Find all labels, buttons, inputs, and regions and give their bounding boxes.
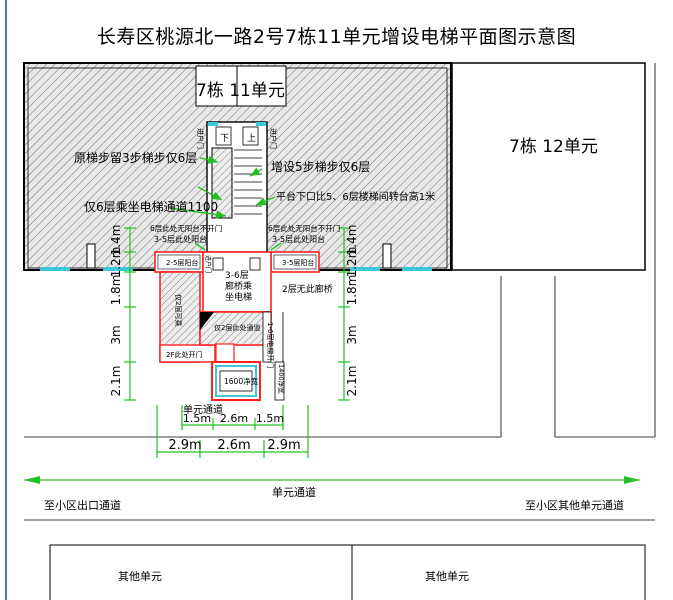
label-no-door-left: 6层此处无阳台不开门: [150, 223, 222, 233]
passage-arrow: [24, 476, 655, 521]
label-door-b: 进户门: [269, 128, 278, 149]
label-balcony-left: 3-5层此处阳台: [154, 234, 207, 244]
label-unit-passage-small: 单元通道: [183, 403, 223, 416]
label-shaft-box: 1600净宽: [224, 376, 259, 386]
dim-right-3: 1.8m: [345, 275, 359, 306]
dim-left-3: 1.8m: [109, 275, 123, 306]
dim-left-2: 1.2m: [109, 247, 123, 278]
label-balcony-2-5-left: 2-5层阳台: [166, 258, 198, 267]
other-units-block: [49, 544, 646, 600]
label-passage-6f: 仅6层乘坐电梯通道1100: [84, 200, 218, 214]
dim-lower-3: 2.9m: [267, 438, 300, 453]
dimension-lines: [124, 227, 350, 458]
label-elevator-2f: 仅2层此处通道: [214, 323, 260, 332]
label-door-1-6: 1-6层电梯开门: [266, 322, 275, 368]
label-door-a: 进户门: [196, 128, 205, 149]
label-other-unit-left: 其他单元: [118, 570, 162, 583]
dim-upper-1: 1.5m: [183, 412, 211, 425]
label-corridor-line1: 3-6层: [225, 270, 249, 281]
page-title: 长寿区桃源北一路2号7栋11单元增设电梯平面图示意图: [96, 26, 577, 48]
label-door-c: 进户门: [204, 255, 212, 273]
label-added-stair: 增设5步梯步仅6层: [271, 160, 370, 174]
label-shaft-side: 1400净宽: [277, 364, 286, 394]
label-unit-passage: 单元通道: [272, 485, 316, 499]
label-down: 下: [220, 134, 229, 144]
building-unit-12: [451, 62, 646, 271]
label-platform-note: 平台下口比5、6层楼梯间转台高1米: [276, 190, 435, 203]
dim-right-5: 2.1m: [345, 366, 359, 397]
dim-upper-3: 1.5m: [256, 412, 284, 425]
label-to-other: 至小区其他单元通道: [525, 498, 624, 512]
label-balcony-2-5-right: 3-5层阳台: [282, 258, 314, 267]
dim-lower-1: 2.9m: [168, 438, 201, 453]
dim-left-5: 2.1m: [109, 366, 123, 397]
dim-left-1: 1.4m: [109, 225, 123, 256]
label-up: 上: [247, 133, 256, 144]
dim-left-4: 3m: [109, 325, 123, 344]
label-corridor-line3: 坐电梯: [225, 291, 252, 303]
building-unit-11: [23, 62, 452, 271]
label-opening-2f: 2F此处开门: [166, 350, 202, 359]
label-unit-12: 7栋 12单元: [509, 137, 598, 157]
label-no-door-right: 6层此处无阳台不开门: [268, 223, 340, 233]
corridor: [202, 251, 272, 313]
dim-upper-2: 2.6m: [220, 412, 248, 425]
dim-right-4: 3m: [345, 325, 359, 344]
label-other-unit-right: 其他单元: [425, 570, 469, 583]
label-original-stair: 原梯步留3步梯步仅6层: [74, 151, 197, 165]
elevator-structure: [159, 271, 285, 401]
label-net-width-left: 仅2层可乘: [174, 294, 183, 326]
label-balcony-right: 3-5层此处阳台: [272, 234, 325, 244]
dim-right-1: 1.4m: [345, 225, 359, 256]
annotation-leaders: [169, 155, 282, 251]
dim-lower-2: 2.6m: [217, 438, 250, 453]
dim-right-2: 1.2m: [345, 247, 359, 278]
label-corridor-line2: 廊桥乘: [225, 280, 252, 292]
label-to-exit: 至小区出口通道: [44, 498, 121, 512]
label-no-corridor-2f: 2层无此廊桥: [282, 283, 333, 295]
label-unit-11: 7栋 11单元: [196, 81, 285, 101]
